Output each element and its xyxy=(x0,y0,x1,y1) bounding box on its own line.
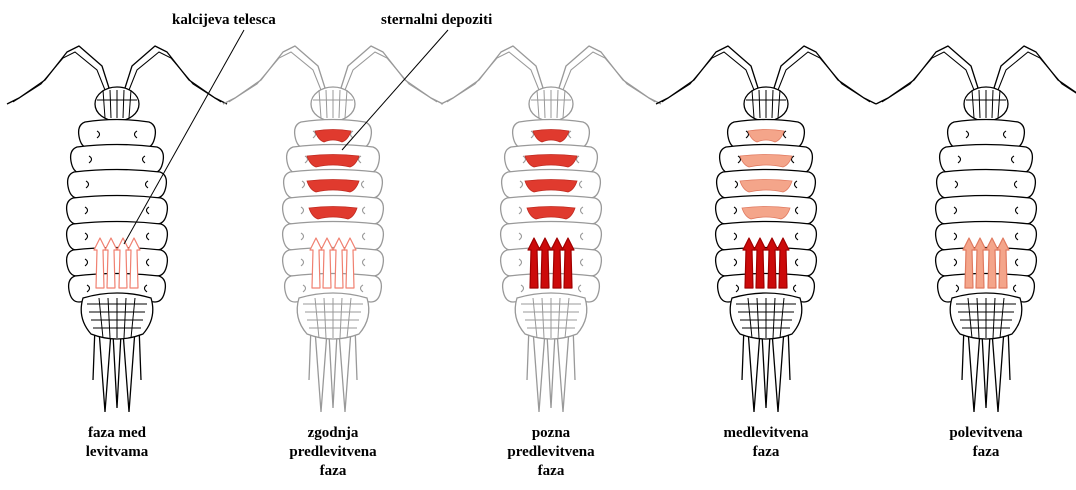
head xyxy=(311,87,355,121)
pleon xyxy=(81,293,153,339)
head xyxy=(744,87,788,121)
antenna-right xyxy=(994,46,1076,104)
segment xyxy=(948,120,1025,149)
stage-label-intramolt: medlevitvena faza xyxy=(681,424,851,462)
stage-label-early-premolt: zgodnja predlevitvena faza xyxy=(248,424,418,481)
segment xyxy=(68,170,167,199)
segment xyxy=(940,145,1033,174)
pleon xyxy=(730,293,802,339)
sternal-deposit xyxy=(740,155,792,168)
pleon xyxy=(950,293,1022,339)
stage-label-postmolt: polevitvena faza xyxy=(901,424,1071,462)
stage-label-line: faza xyxy=(901,443,1071,462)
calcium-bodies-callout: kalcijeva telesca xyxy=(172,12,276,29)
sternal-deposits-callout: sternalni depoziti xyxy=(381,12,492,29)
pleon xyxy=(515,293,587,339)
head xyxy=(95,87,139,121)
segment xyxy=(501,248,602,277)
segment xyxy=(283,248,384,277)
sternal-deposit xyxy=(527,207,575,220)
head xyxy=(529,87,573,121)
segment xyxy=(716,222,817,251)
stage-label-late-premolt: pozna predlevitvena faza xyxy=(466,424,636,481)
segment xyxy=(936,222,1037,251)
sternal-deposit xyxy=(525,180,577,193)
antenna-left xyxy=(441,46,543,104)
segment xyxy=(67,248,168,277)
stage-label-line: faza med xyxy=(32,424,202,443)
sternal-deposit xyxy=(533,130,569,143)
stage-label-intermolt: faza med levitvama xyxy=(32,424,202,462)
stage-label-line: predlevitvena xyxy=(248,443,418,462)
sternal-deposit xyxy=(740,180,792,193)
stage-label-line: predlevitvena xyxy=(466,443,636,462)
stage-label-line: zgodnja xyxy=(248,424,418,443)
segment xyxy=(283,222,384,251)
sternal-deposit xyxy=(748,130,784,143)
antenna-right xyxy=(559,46,661,104)
head xyxy=(964,87,1008,121)
sternal-deposit xyxy=(525,155,577,168)
sternal-deposit xyxy=(309,207,357,220)
antenna-right xyxy=(774,46,876,104)
stage-label-line: faza xyxy=(248,462,418,481)
stage-label-line: medlevitvena xyxy=(681,424,851,443)
sternal-deposit xyxy=(742,207,790,220)
leader-sternal-deposits xyxy=(342,30,448,150)
pleon xyxy=(297,293,369,339)
stage-label-line: faza xyxy=(466,462,636,481)
segment xyxy=(71,145,164,174)
isopod-intramolt xyxy=(656,46,876,412)
stage-label-line: levitvama xyxy=(32,443,202,462)
antenna-left xyxy=(223,46,325,104)
antenna-left xyxy=(656,46,758,104)
sternal-deposit xyxy=(307,180,359,193)
isopod-late-premolt xyxy=(441,46,661,412)
segment xyxy=(937,170,1036,199)
antenna-left xyxy=(876,46,978,104)
antenna-right xyxy=(341,46,443,104)
body-segments xyxy=(936,120,1037,303)
isopod-postmolt xyxy=(876,46,1076,412)
segment xyxy=(716,248,817,277)
stage-label-line: faza xyxy=(681,443,851,462)
segment xyxy=(67,196,168,225)
body-segments xyxy=(67,120,168,303)
sternal-deposit xyxy=(315,130,351,143)
antenna-right xyxy=(125,46,227,104)
segment xyxy=(936,248,1037,277)
segment xyxy=(67,222,168,251)
isopod-early-premolt xyxy=(223,46,443,412)
isopod-intermolt xyxy=(7,46,227,412)
segment xyxy=(79,120,156,149)
stage-label-line: polevitvena xyxy=(901,424,1071,443)
segment xyxy=(936,196,1037,225)
antenna-left xyxy=(7,46,109,104)
sternal-deposit xyxy=(307,155,359,168)
stage-label-line: pozna xyxy=(466,424,636,443)
segment xyxy=(501,222,602,251)
